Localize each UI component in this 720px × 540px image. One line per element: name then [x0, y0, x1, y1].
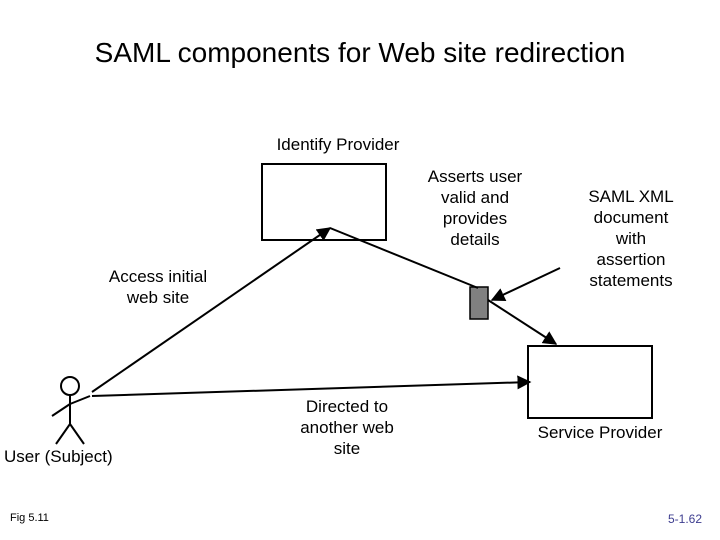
- slide-number: 5-1.62: [667, 512, 702, 526]
- label-saml-xml-document: SAML XML document with assertion stateme…: [588, 187, 674, 290]
- figure-caption: Fig 5.11: [10, 512, 49, 524]
- service-provider-box: [527, 345, 653, 419]
- label-service-provider: Service Provider: [537, 423, 663, 442]
- label-identify-provider: Identify Provider: [276, 135, 400, 154]
- arrow-saml-document: [487, 299, 558, 345]
- label-directed-to: Directed to another web site: [300, 397, 394, 458]
- label-access-initial: Access initial web site: [108, 267, 208, 307]
- arrow-label-to-token: [490, 267, 561, 301]
- label-asserts-user: Asserts user valid and provides details: [427, 167, 523, 249]
- assertion-token: [469, 286, 489, 320]
- identify-provider-box: [261, 163, 387, 241]
- page-title: SAML components for Web site redirection: [94, 37, 626, 68]
- arrow-asserts-user: [329, 227, 479, 289]
- arrow-directed-to: [91, 375, 532, 397]
- label-user-subject: User (Subject): [4, 447, 113, 466]
- arrow-access-initial: [91, 227, 332, 393]
- user-stick-figure: [51, 376, 91, 445]
